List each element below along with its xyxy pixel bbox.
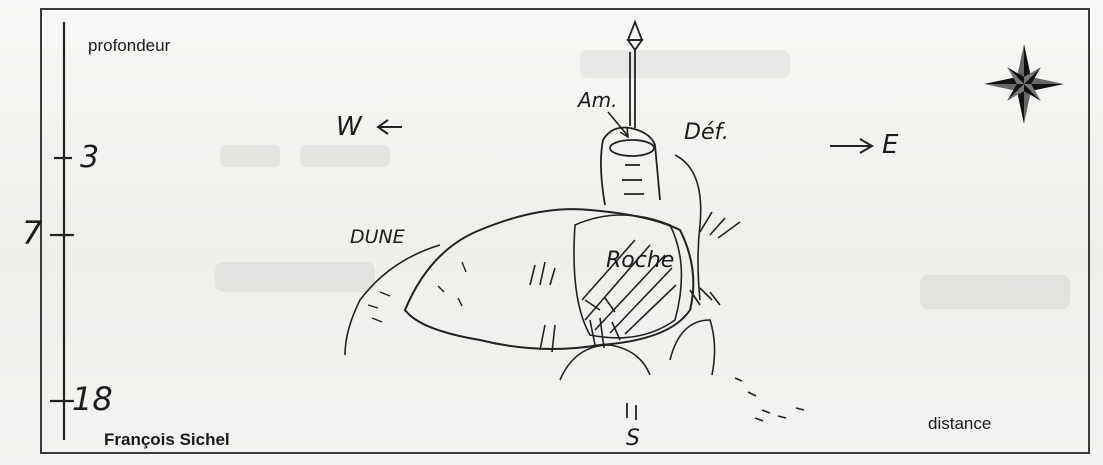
gorgonian-marks [530, 212, 740, 352]
defense-outline [675, 155, 701, 300]
depth-axis-label: profondeur [88, 36, 170, 56]
depth-value-18: 18 [72, 380, 113, 418]
compass-rose-icon [984, 44, 1064, 124]
roche-label: Roche [606, 248, 674, 273]
east-label: E [882, 130, 898, 160]
defense-label: Déf. [684, 120, 729, 145]
south-label: S [626, 426, 640, 451]
west-label: W [336, 112, 362, 142]
dune-texture-marks [368, 262, 466, 322]
roche-outline [574, 215, 681, 338]
depth-value-3: 3 [80, 140, 99, 175]
south-marker [627, 403, 636, 420]
west-arrow [378, 120, 402, 134]
cave-arches [560, 320, 715, 380]
rock-chimney [601, 128, 660, 206]
dune-outline [405, 209, 693, 349]
trail-marks [735, 378, 804, 421]
amarre-arrow [608, 112, 628, 137]
distance-axis-label: distance [928, 414, 991, 434]
east-arrow [830, 139, 872, 153]
depth-value-7: 7 [22, 214, 42, 252]
amarre-label: Am. [578, 88, 618, 112]
author-credit: François Sichel [104, 430, 230, 450]
dune-label: DUNE [350, 226, 405, 248]
dune-left-slope [345, 245, 440, 355]
